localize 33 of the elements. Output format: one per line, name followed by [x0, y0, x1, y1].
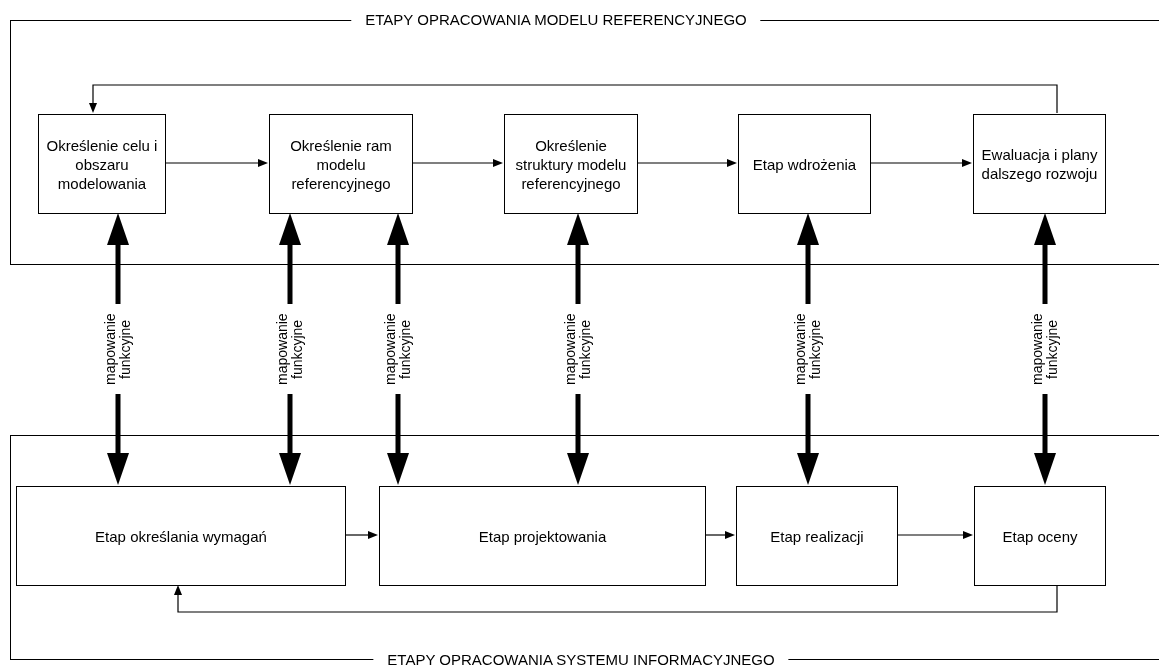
process-box	[38, 114, 166, 214]
box-label: Etap oceny	[1002, 526, 1078, 546]
edge-label: mapowanie funkcyjne	[382, 304, 414, 394]
box-label: Etap projektowania	[478, 526, 607, 546]
process-box	[738, 114, 871, 214]
edge-label: mapowanie funkcyjne	[274, 304, 306, 394]
box-label: Ewaluacja i plany dalszego rozwoju	[980, 145, 1099, 183]
process-box	[504, 114, 638, 214]
arrow	[89, 84, 1058, 114]
process-box	[379, 486, 706, 586]
arrow	[869, 159, 972, 167]
arrow	[411, 159, 503, 167]
process-box	[973, 114, 1106, 214]
process-box	[974, 486, 1106, 586]
arrow	[174, 584, 1058, 613]
box-label: Określenie ram modelu referencyjnego	[289, 135, 393, 193]
box-label: Określenie celu i obszaru modelowania	[45, 135, 159, 193]
arrow	[636, 159, 737, 167]
arrow	[704, 531, 735, 539]
box-label: Określenie struktury modelu referencyjnego	[514, 135, 628, 193]
box-label: Etap realizacji	[770, 526, 864, 546]
box-label: Etap określania wymagań	[95, 526, 267, 546]
process-box	[16, 486, 346, 586]
edge-label: mapowanie funkcyjne	[102, 304, 134, 394]
arrow	[344, 531, 378, 539]
arrow	[164, 159, 268, 167]
process-box	[736, 486, 898, 586]
edge-label: mapowanie funkcyjne	[562, 304, 594, 394]
process-box	[269, 114, 413, 214]
box-label: Etap wdrożenia	[752, 154, 857, 174]
edge-label: mapowanie funkcyjne	[792, 304, 824, 394]
arrow	[896, 531, 973, 539]
edge-label: mapowanie funkcyjne	[1029, 304, 1061, 394]
